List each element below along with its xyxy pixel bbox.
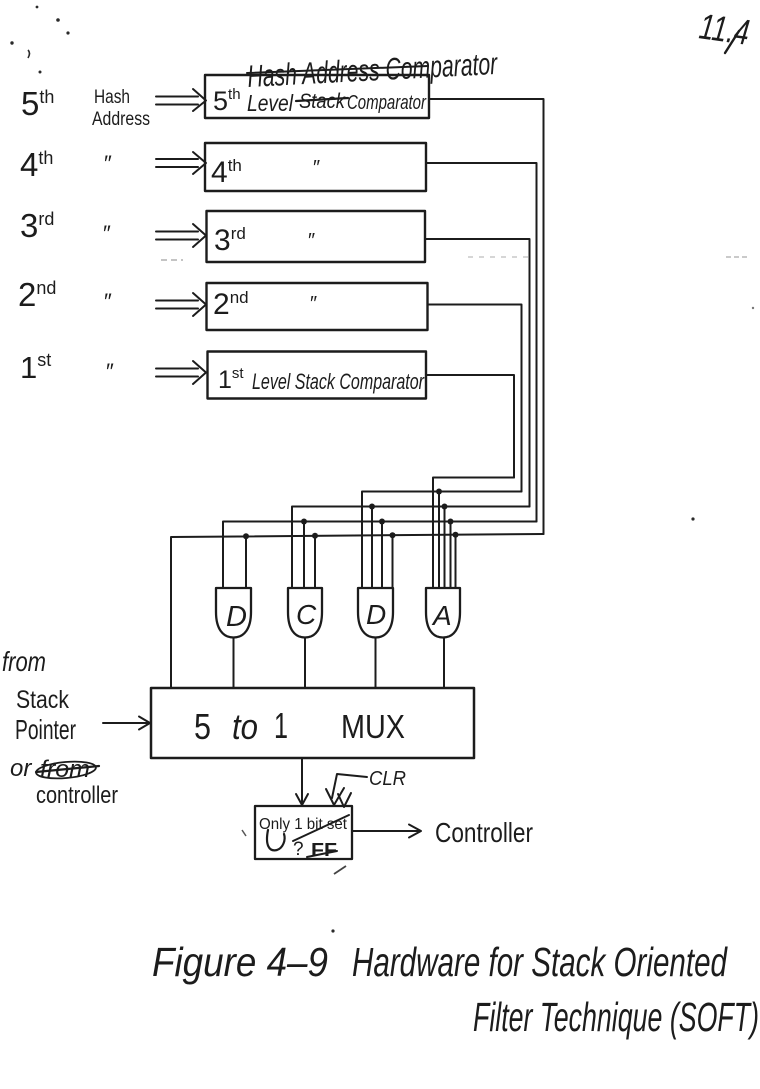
svg-text:Stack: Stack	[16, 686, 69, 714]
svg-text:Address: Address	[92, 109, 150, 130]
svg-text:″: ″	[106, 359, 114, 384]
svg-text:from: from	[40, 756, 90, 783]
svg-text:3rd: 3rd	[20, 207, 54, 244]
svg-text:?: ?	[293, 839, 304, 860]
svg-text:CLR: CLR	[369, 768, 406, 790]
svg-text:1: 1	[274, 705, 288, 746]
svg-text:″: ″	[104, 289, 112, 314]
svg-text:″: ″	[103, 221, 111, 246]
svg-text:FF: FF	[311, 840, 337, 860]
svg-text:1st: 1st	[218, 365, 244, 394]
svg-text:Stack: Stack	[299, 90, 346, 113]
svg-text:Hash: Hash	[94, 87, 130, 108]
svg-text:5th: 5th	[21, 85, 54, 122]
svg-text:or: or	[10, 755, 32, 782]
svg-text:″: ″	[313, 157, 320, 179]
svg-text:5th: 5th	[213, 86, 241, 116]
svg-text:Level: Level	[247, 90, 294, 116]
svg-text:4th: 4th	[211, 156, 242, 189]
svg-text:from: from	[2, 646, 46, 677]
svg-text:C: C	[296, 599, 317, 630]
svg-text:2nd: 2nd	[18, 276, 56, 313]
svg-text:Pointer: Pointer	[15, 714, 76, 745]
svg-text:″: ″	[104, 151, 112, 176]
svg-text:D: D	[366, 599, 386, 630]
svg-text:to: to	[232, 706, 258, 747]
svg-text:″: ″	[308, 230, 315, 252]
svg-text:1st: 1st	[20, 350, 51, 385]
svg-text:Hardware for Stack Oriented: Hardware for Stack Oriented	[352, 939, 728, 985]
svg-text:4th: 4th	[20, 146, 53, 183]
svg-text:″: ″	[310, 293, 317, 315]
svg-text:Figure 4–9: Figure 4–9	[152, 939, 328, 985]
svg-text:Filter Technique (SOFT): Filter Technique (SOFT)	[473, 994, 759, 1040]
svg-text:A: A	[431, 600, 452, 631]
svg-text:controller: controller	[36, 782, 118, 809]
svg-text:D: D	[226, 601, 247, 633]
svg-text:11.4: 11.4	[697, 5, 752, 53]
svg-text:Controller: Controller	[435, 817, 533, 848]
svg-text:Comparator: Comparator	[347, 92, 427, 114]
svg-text:Level Stack Comparator: Level Stack Comparator	[252, 369, 425, 394]
svg-text:2nd: 2nd	[213, 288, 249, 321]
svg-text:5: 5	[194, 706, 211, 747]
svg-text:Only 1 bit set: Only 1 bit set	[259, 816, 348, 833]
svg-text:Hash Address Comparator: Hash Address Comparator	[247, 46, 500, 94]
svg-text:MUX: MUX	[341, 708, 405, 745]
svg-text:3rd: 3rd	[214, 224, 246, 257]
